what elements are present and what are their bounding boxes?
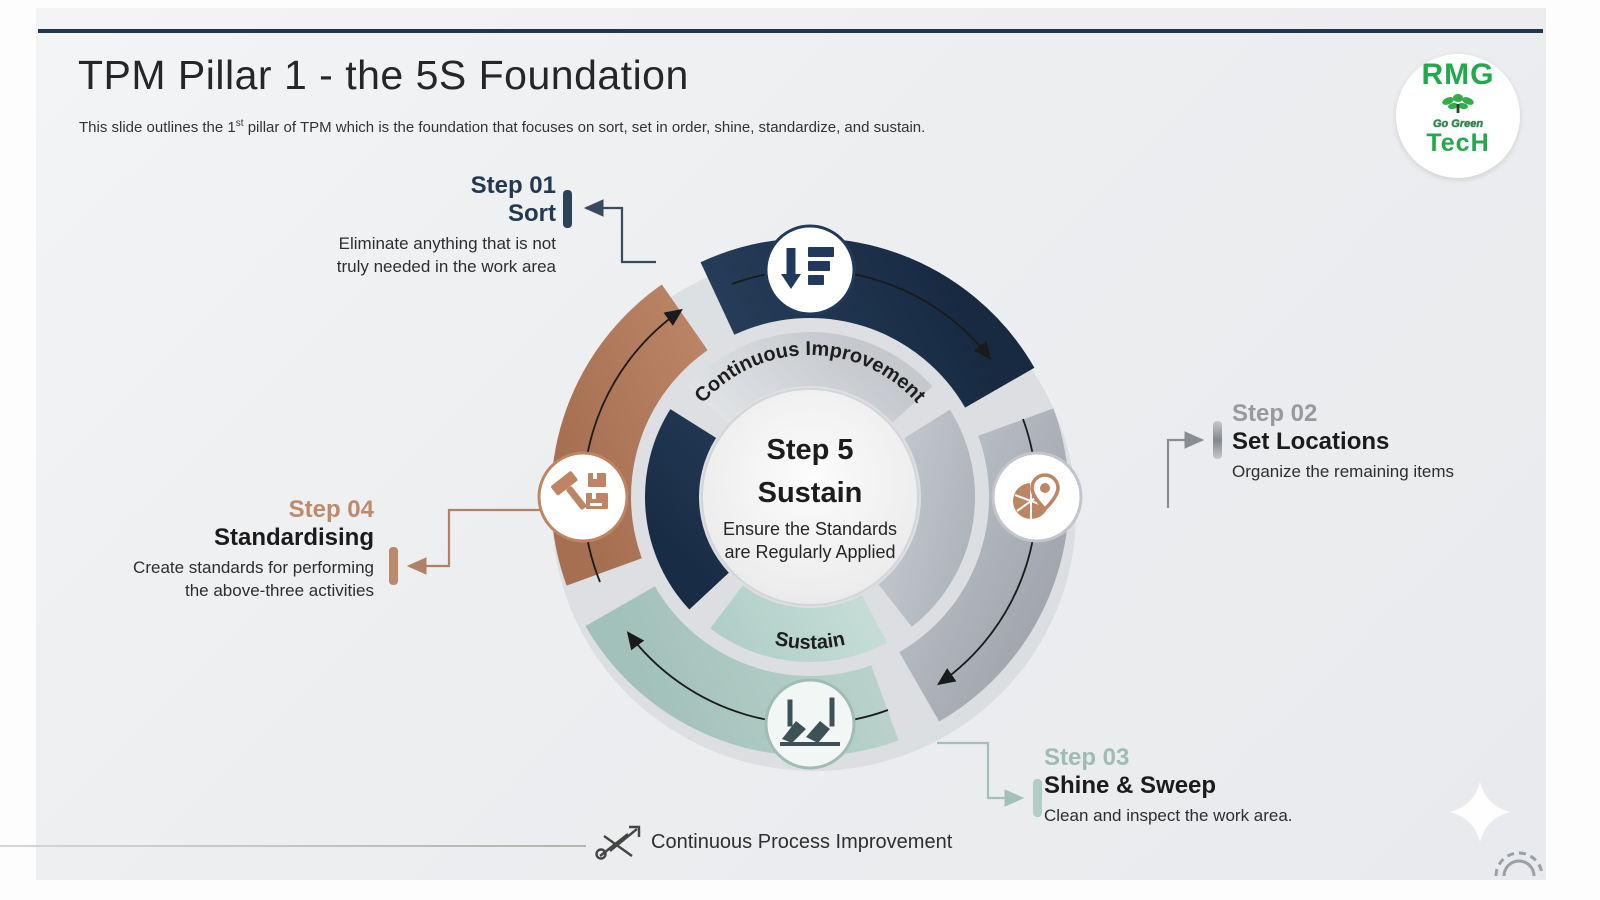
page-title: TPM Pillar 1 - the 5S Foundation — [78, 52, 689, 98]
step4-title: Standardising — [213, 524, 374, 552]
ring-bottom-label: Sustain — [773, 628, 847, 654]
center-disc — [701, 388, 919, 606]
step1-desc-line2: truly needed in the work area — [336, 256, 556, 276]
center-label: Step 5 Sustain Ensure the Standards are … — [657, 434, 963, 565]
marker-step4 — [389, 547, 398, 585]
center-desc-line1: Ensure the Standards — [722, 519, 898, 539]
sort-icon — [764, 224, 856, 316]
logo-text-bottom: TecH — [1426, 129, 1490, 157]
top-divider — [38, 29, 1543, 33]
5s-cycle-diagram: Continuous Improvement Sustain — [537, 224, 1083, 771]
connector-step1 — [583, 199, 656, 264]
inner-bottom-arc — [645, 332, 975, 662]
step3-desc: Clean and inspect the work area. — [1044, 805, 1293, 825]
gear-icon — [1494, 851, 1544, 877]
step2-desc: Organize the remaining items — [1232, 461, 1455, 481]
step3-title: Shine & Sweep — [1044, 772, 1217, 800]
subtitle-text-rest: pillar of TPM which is the foundation th… — [243, 119, 926, 136]
marker-step1 — [563, 190, 572, 228]
standardize-icon — [537, 451, 629, 543]
connector-step4 — [406, 508, 551, 575]
company-logo: RMG Go Green TecH — [1396, 54, 1520, 178]
segment-set-silver — [551, 238, 1069, 756]
step1-label: Step 01 — [470, 172, 556, 199]
step2-title: Set Locations — [1232, 428, 1390, 456]
subtitle-superscript: st — [235, 118, 244, 129]
step2-block: Step 02 Set Locations Organize the remai… — [1232, 400, 1454, 484]
connector-step3 — [937, 741, 1025, 807]
marker-step3 — [1033, 779, 1042, 817]
logo-text-top: RMG — [1421, 58, 1495, 91]
step4-desc-line2: the above-three activities — [185, 580, 374, 600]
marker-step2 — [1213, 421, 1222, 459]
step3-label: Step 03 — [1044, 744, 1130, 771]
location-icon — [991, 451, 1083, 543]
sweep-icon — [764, 678, 856, 770]
logo-tree-icon — [1442, 94, 1474, 113]
step4-desc-line1: Create standards for performing — [133, 557, 374, 577]
inner-left-arc — [645, 332, 975, 662]
outer-ring — [551, 238, 1069, 756]
sparkle-icon — [1450, 782, 1510, 842]
segment-shine-teal — [551, 238, 1069, 756]
step1-title: Sort — [508, 200, 556, 228]
bottom-divider — [0, 845, 586, 847]
page-subtitle: This slide outlines the 1st pillar of TP… — [79, 118, 925, 136]
subtitle-text: This slide outlines the 1 — [79, 119, 236, 136]
improvement-icon — [595, 825, 641, 860]
step1-desc-line1: Eliminate anything that is not — [338, 233, 556, 253]
step2-label: Step 02 — [1232, 400, 1318, 427]
inner-right-arc — [645, 332, 975, 662]
connector-step2 — [1166, 431, 1205, 508]
segment-standardise-copper — [551, 238, 1069, 756]
step3-block: Step 03 Shine & Sweep Clean and inspect … — [1044, 744, 1293, 828]
footer-caption: Continuous Process Improvement — [651, 831, 953, 853]
step4-block: Step 04 Standardising Create standards f… — [133, 496, 374, 603]
center-step: Step 5 — [766, 434, 854, 466]
step4-label: Step 04 — [288, 496, 374, 523]
segment-sort-navy — [551, 238, 1069, 756]
center-name: Sustain — [757, 477, 863, 509]
center-desc-line2: are Regularly Applied — [724, 542, 896, 563]
step1-block: Step 01 Sort Eliminate anything that is … — [337, 172, 556, 279]
logo-text-middle: Go Green — [1432, 118, 1484, 130]
